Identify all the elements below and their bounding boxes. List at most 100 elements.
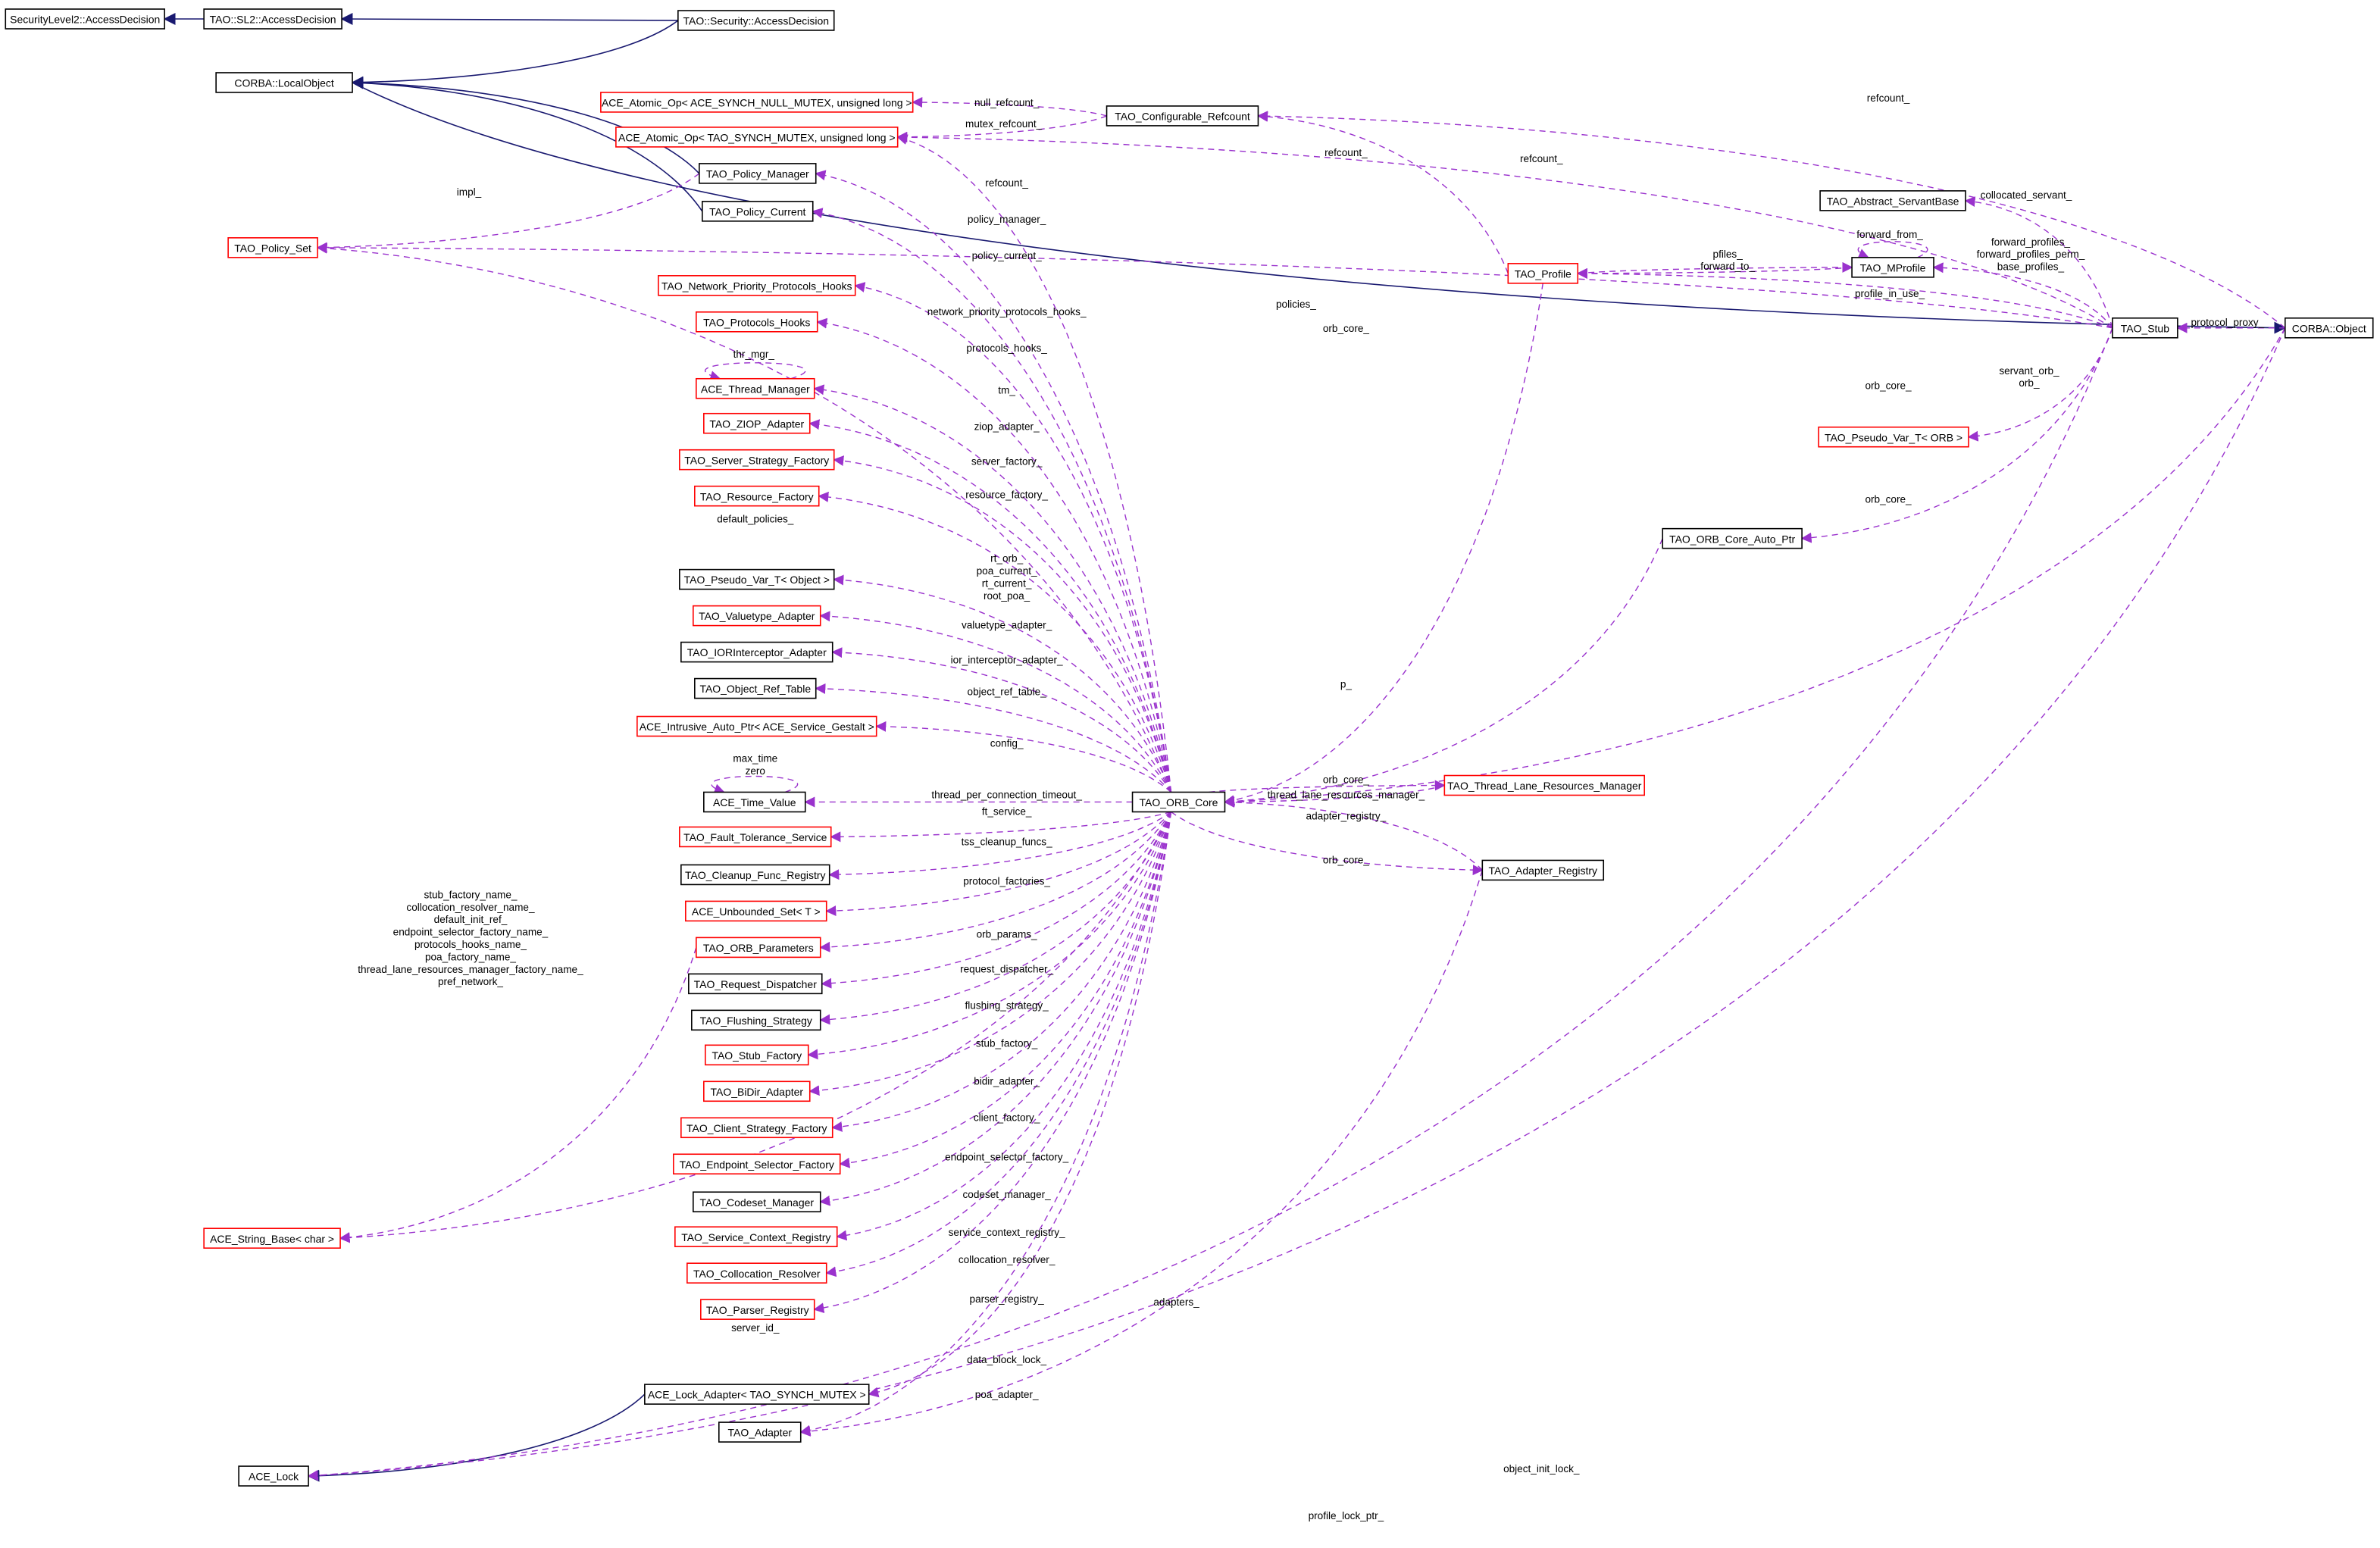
class-node-ftserv[interactable]: TAO_Fault_Tolerance_Service (679, 826, 832, 848)
class-node-polmgr[interactable]: TAO_Policy_Manager (699, 163, 817, 184)
class-node-ziop[interactable]: TAO_ZIOP_Adapter (703, 412, 811, 434)
edge-label-line: collocated_servant_ (1981, 189, 2072, 201)
edge-label-line: protocol_factories_ (963, 875, 1050, 887)
class-node-thrmgr[interactable]: ACE_Thread_Manager (696, 377, 815, 399)
class-node-endpoint[interactable]: TAO_Endpoint_Selector_Factory (673, 1153, 841, 1175)
class-node-label: CORBA::LocalObject (234, 77, 333, 89)
class-node-intrusive[interactable]: ACE_Intrusive_Auto_Ptr< ACE_Service_Gest… (636, 715, 877, 737)
member-edge-orbcore-to-atomictao (896, 134, 1172, 793)
class-node-iorint[interactable]: TAO_IORInterceptor_Adapter (680, 641, 833, 663)
class-node-label: TAO_Thread_Lane_Resources_Manager (1447, 780, 1642, 792)
class-node-adreg[interactable]: TAO_Adapter_Registry (1481, 859, 1605, 881)
edge-label-line: tm_ (998, 385, 1015, 396)
class-node-reqdisp[interactable]: TAO_Request_Dispatcher (688, 973, 823, 995)
edge-label-layer: null_refcount_mutex_refcount_refcount_re… (358, 92, 2264, 1521)
class-node-cleanup[interactable]: TAO_Cleanup_Func_Registry (680, 864, 830, 886)
edge-label-line: stub_factory_name_ (424, 889, 517, 900)
class-node-svcctx[interactable]: TAO_Service_Context_Registry (674, 1226, 838, 1247)
class-node-confref[interactable]: TAO_Configurable_Refcount (1106, 105, 1259, 127)
class-node-acelock[interactable]: ACE_Lock (238, 1465, 309, 1487)
edge-label-line: orb_core_ (1323, 774, 1370, 785)
member-edge-profile-to-confref (1257, 111, 1509, 274)
class-node-objref[interactable]: TAO_Object_Ref_Table (694, 677, 817, 699)
class-node-unbset[interactable]: ACE_Unbounded_Set< T > (685, 900, 827, 922)
class-node-box (1481, 859, 1605, 881)
class-node-pvobj[interactable]: TAO_Pseudo_Var_T< Object > (679, 568, 835, 590)
class-node-localobj[interactable]: CORBA::LocalObject (215, 72, 353, 93)
edge-label: object_init_lock_ (1503, 1463, 1580, 1475)
class-node-box (694, 677, 817, 699)
class-node-lockadapt[interactable]: ACE_Lock_Adapter< TAO_SYNCH_MUTEX > (644, 1384, 870, 1405)
class-node-polset[interactable]: TAO_Policy_Set (227, 237, 318, 258)
class-node-prothooks[interactable]: TAO_Protocols_Hooks (696, 311, 818, 333)
inheritance-edge-secad-to-taosl2ad (340, 12, 678, 25)
class-node-stubfac[interactable]: TAO_Stub_Factory (705, 1044, 809, 1066)
class-node-orbcore[interactable]: TAO_ORB_Core (1131, 791, 1226, 813)
class-node-sl2ad[interactable]: SecurityLevel2::AccessDecision (5, 8, 165, 30)
class-node-mprofile[interactable]: TAO_MProfile (1851, 257, 1934, 278)
inheritance-edge-lockadapt-to-acelock (307, 1393, 646, 1482)
member-edge-profile-to-orbcore (1224, 283, 1543, 806)
class-node-tlrm[interactable]: TAO_Thread_Lane_Resources_Manager (1443, 774, 1646, 796)
class-node-label: TAO_Server_Strategy_Factory (684, 454, 829, 466)
class-node-codeset[interactable]: TAO_Codeset_Manager (693, 1191, 821, 1213)
class-node-timeval[interactable]: ACE_Time_Value (703, 791, 806, 813)
edge-label: stub_factory_name_collocation_resolver_n… (358, 889, 583, 987)
edge-label-line: client_factory_ (974, 1112, 1040, 1123)
edge-label: refcount_ (985, 177, 1028, 189)
class-node-box (677, 10, 835, 31)
class-node-autoptr[interactable]: TAO_ORB_Core_Auto_Ptr (1662, 527, 1803, 549)
class-node-secad[interactable]: TAO::Security::AccessDecision (677, 10, 835, 31)
class-node-adapter[interactable]: TAO_Adapter (718, 1421, 802, 1443)
class-node-label: TAO_Stub (2121, 322, 2169, 334)
edge-label-line: endpoint_selector_factory_name_ (393, 927, 549, 938)
edge-label-line: ior_interceptor_adapter_ (951, 655, 1063, 666)
edge-label-line: protocol_proxy_ (2191, 317, 2265, 328)
class-node-label: TAO_Adapter_Registry (1489, 865, 1598, 877)
class-node-atomicnull[interactable]: ACE_Atomic_Op< ACE_SYNCH_NULL_MUTEX, uns… (600, 92, 914, 113)
class-node-valtype[interactable]: TAO_Valuetype_Adapter (693, 605, 821, 627)
edge-label: service_context_registry_ (949, 1227, 1065, 1238)
edge-label-line: refcount_ (1324, 147, 1368, 158)
edge-label-line: orb_params_ (977, 928, 1037, 940)
class-node-label: TAO_Cleanup_Func_Registry (685, 869, 826, 881)
edge-label-line: orb_ (2019, 377, 2040, 389)
class-node-netprio[interactable]: TAO_Network_Priority_Protocols_Hooks (658, 275, 856, 296)
class-node-resfac[interactable]: TAO_Resource_Factory (694, 485, 820, 507)
class-node-box (691, 1009, 821, 1031)
class-node-label: TAO_Configurable_Refcount (1115, 111, 1250, 123)
edge-label-line: rt_orb_ (990, 553, 1023, 564)
member-edge-orbcore-to-ziop (808, 419, 1172, 793)
class-node-clistrat[interactable]: TAO_Client_Strategy_Factory (680, 1117, 833, 1139)
edge-label: valuetype_adapter_ (962, 620, 1052, 631)
class-node-box (673, 1153, 841, 1175)
class-node-servantbase[interactable]: TAO_Abstract_ServantBase (1819, 190, 1966, 211)
class-node-pvorb[interactable]: TAO_Pseudo_Var_T< ORB > (1818, 426, 1969, 448)
class-node-taosl2ad[interactable]: TAO::SL2::AccessDecision (203, 8, 342, 30)
class-node-parser[interactable]: TAO_Parser_Registry (700, 1299, 815, 1320)
class-node-stub[interactable]: TAO_Stub (2112, 317, 2178, 339)
class-node-box (203, 1227, 341, 1249)
member-edge-orbcore-to-reqdisp (821, 812, 1172, 989)
edge-label-line: network_priority_protocols_hooks_ (927, 306, 1087, 317)
class-node-profile[interactable]: TAO_Profile (1507, 263, 1579, 284)
edge-label: codeset_manager_ (962, 1189, 1051, 1200)
class-node-label: TAO_Policy_Manager (706, 167, 809, 180)
member-edge-orbcore-to-cleanup (828, 811, 1171, 880)
edge-label-line: server_factory_ (971, 456, 1043, 468)
class-node-corbaobj[interactable]: CORBA::Object (2284, 317, 2374, 339)
class-node-srvstrat[interactable]: TAO_Server_Strategy_Factory (679, 449, 835, 471)
class-node-polcur[interactable]: TAO_Policy_Current (702, 201, 814, 222)
class-node-orbparams[interactable]: TAO_ORB_Parameters (696, 937, 821, 959)
class-node-atomictao[interactable]: ACE_Atomic_Op< TAO_SYNCH_MUTEX, unsigned… (615, 127, 899, 148)
class-node-bidir[interactable]: TAO_BiDir_Adapter (703, 1080, 811, 1102)
edge-label: data_block_lock_ (967, 1354, 1046, 1365)
edge-label-line: adapters_ (1153, 1296, 1199, 1308)
class-node-box (703, 791, 806, 813)
edge-label-line: profile_in_use_ (1855, 288, 1925, 299)
class-node-colloc[interactable]: TAO_Collocation_Resolver (686, 1262, 827, 1284)
inheritance-edge-secad-to-localobj (351, 20, 679, 89)
member-edge-mprofile-to-profile (1576, 267, 1853, 279)
class-node-strbase[interactable]: ACE_String_Base< char > (203, 1227, 341, 1249)
class-node-flush[interactable]: TAO_Flushing_Strategy (691, 1009, 821, 1031)
